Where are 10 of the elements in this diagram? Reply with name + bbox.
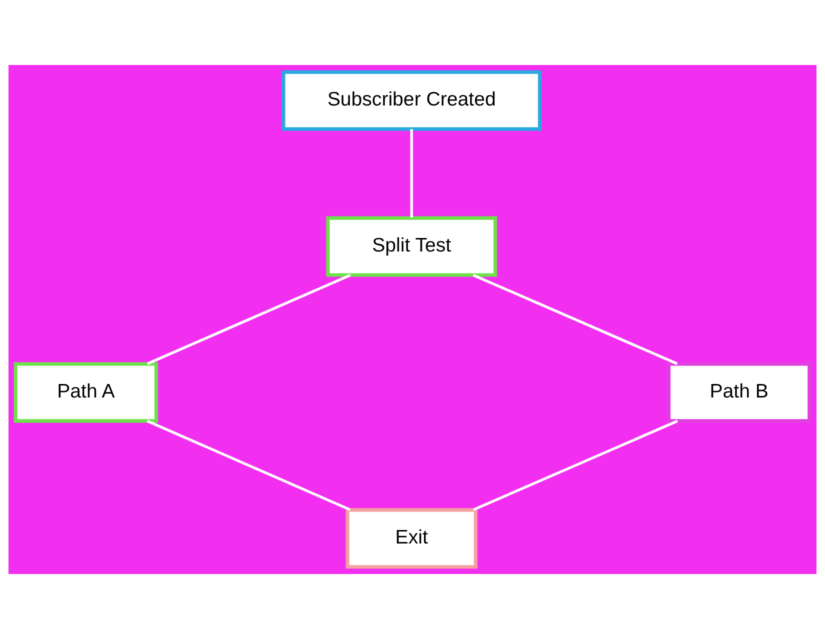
node-box: Subscriber Created [282, 70, 542, 131]
connector [146, 274, 351, 365]
node-box: Exit [346, 508, 478, 569]
node-box: Split Test [326, 216, 498, 277]
node-box: Path A [14, 362, 158, 423]
connector [146, 420, 351, 511]
connector [472, 274, 678, 365]
connector [410, 129, 413, 218]
connector [472, 420, 678, 511]
node-box: Path B [667, 362, 812, 423]
